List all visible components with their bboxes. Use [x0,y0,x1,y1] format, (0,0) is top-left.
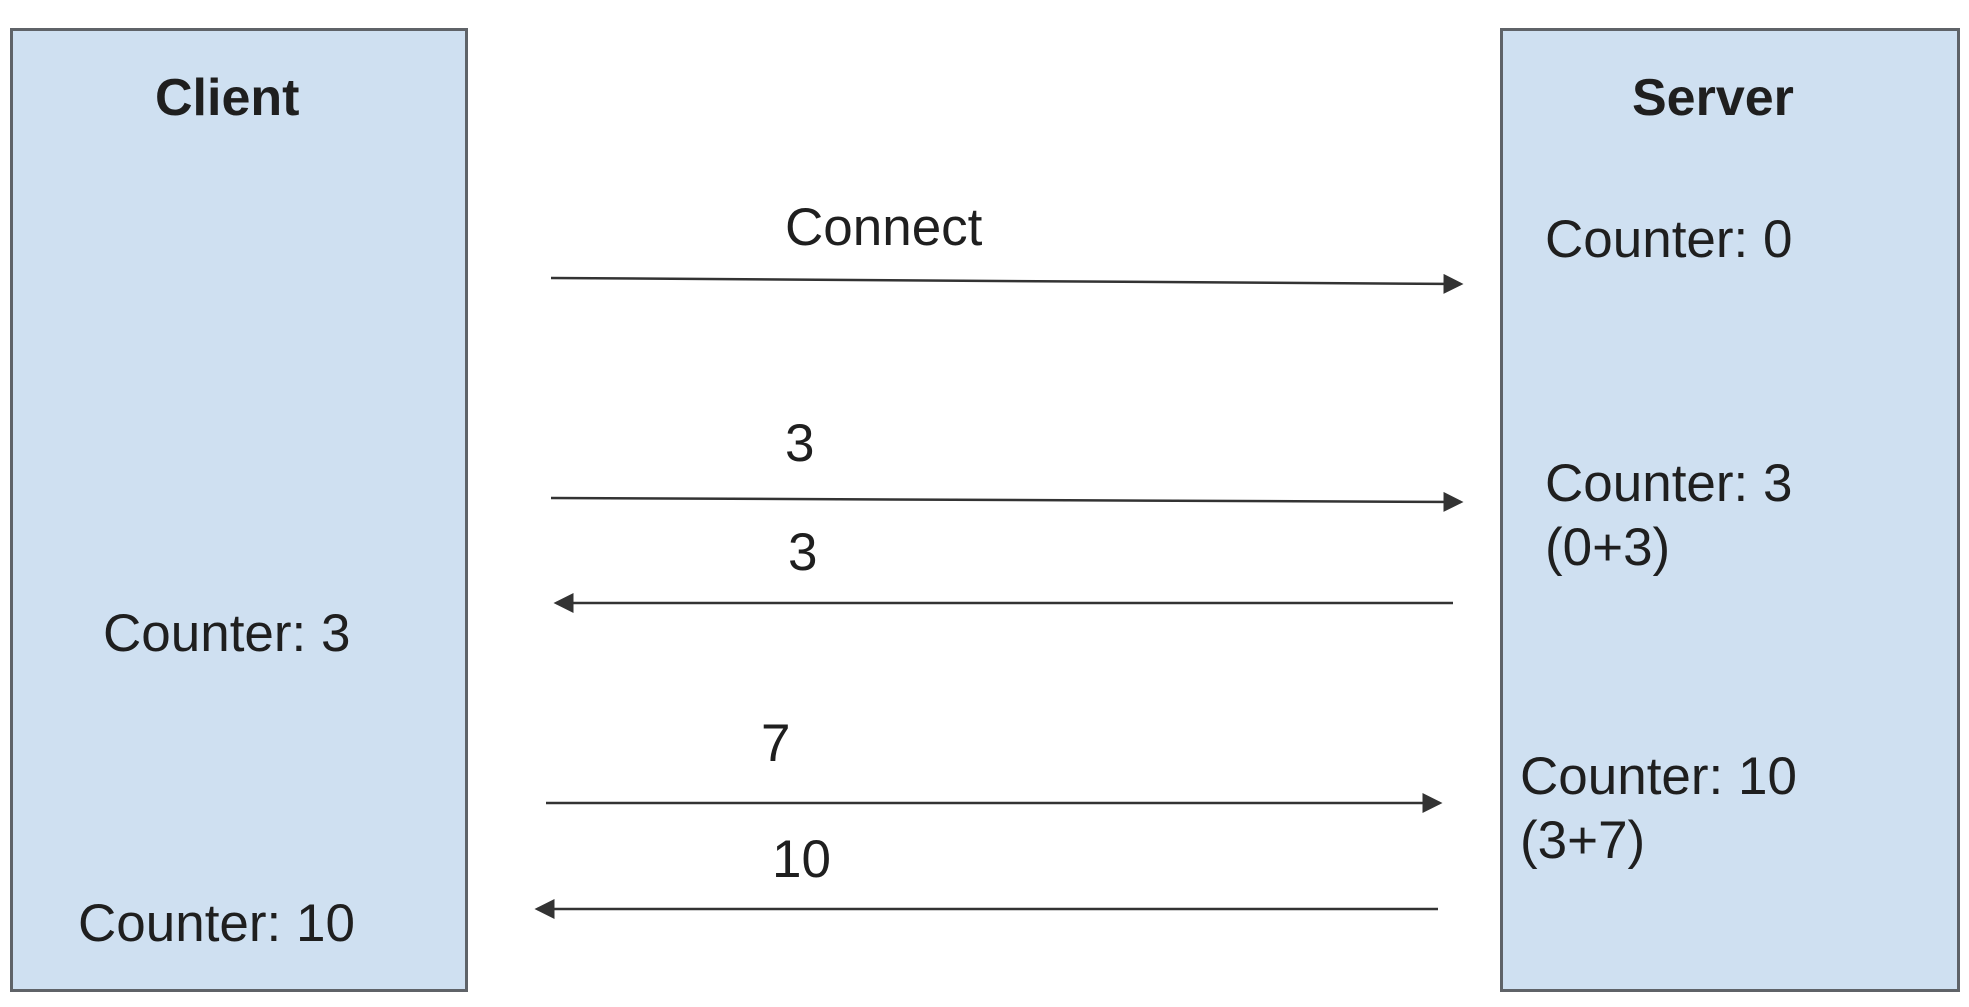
server-box [1500,28,1960,992]
server-counter-0: Counter: 0 [1545,210,1793,269]
arrow-3-request [550,491,1464,512]
arrow-connect [550,273,1464,294]
message-label-connect: Connect [785,198,983,257]
server-title: Server [1632,69,1794,127]
message-label-3-request: 3 [785,414,815,473]
server-counter-3: Counter: 3 (0+3) [1545,454,1793,577]
server-counter-10: Counter: 10 (3+7) [1520,747,1797,870]
client-counter-10: Counter: 10 [78,894,355,953]
message-label-3-response: 3 [788,523,818,582]
message-label-10-response: 10 [772,830,831,889]
client-box [10,28,468,992]
client-counter-3: Counter: 3 [103,604,351,663]
message-label-7-request: 7 [761,714,791,773]
client-title: Client [155,69,300,127]
